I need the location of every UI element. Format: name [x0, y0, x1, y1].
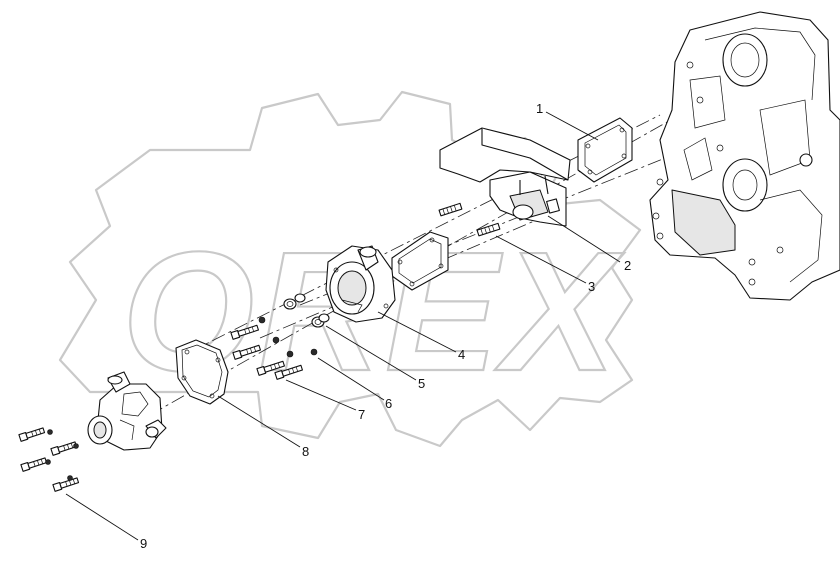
callout-4: 4: [458, 347, 465, 362]
callout-1: 1: [536, 101, 543, 116]
bracket-2: [439, 127, 571, 227]
gasket-8: [175, 339, 229, 405]
engine-block: [649, 11, 840, 301]
leader-lines: [65, 111, 621, 541]
callout-6: 6: [385, 396, 392, 411]
callout-5: 5: [418, 376, 425, 391]
bolts-9: [18, 427, 80, 492]
callout-2: 2: [624, 258, 631, 273]
bolts-7: [230, 324, 304, 380]
studs-3: [438, 202, 501, 237]
water-pump: [87, 371, 167, 451]
callout-7: 7: [358, 407, 365, 422]
nuts-and-washers: [258, 293, 330, 358]
gasket-1: [577, 117, 633, 183]
callout-labels: 1 2 3 4 5 6 7 8 9: [140, 101, 631, 551]
callout-3: 3: [588, 279, 595, 294]
housing-4: [325, 245, 396, 323]
callout-8: 8: [302, 444, 309, 459]
gasket-middle: [391, 231, 449, 291]
callout-9: 9: [140, 536, 147, 551]
